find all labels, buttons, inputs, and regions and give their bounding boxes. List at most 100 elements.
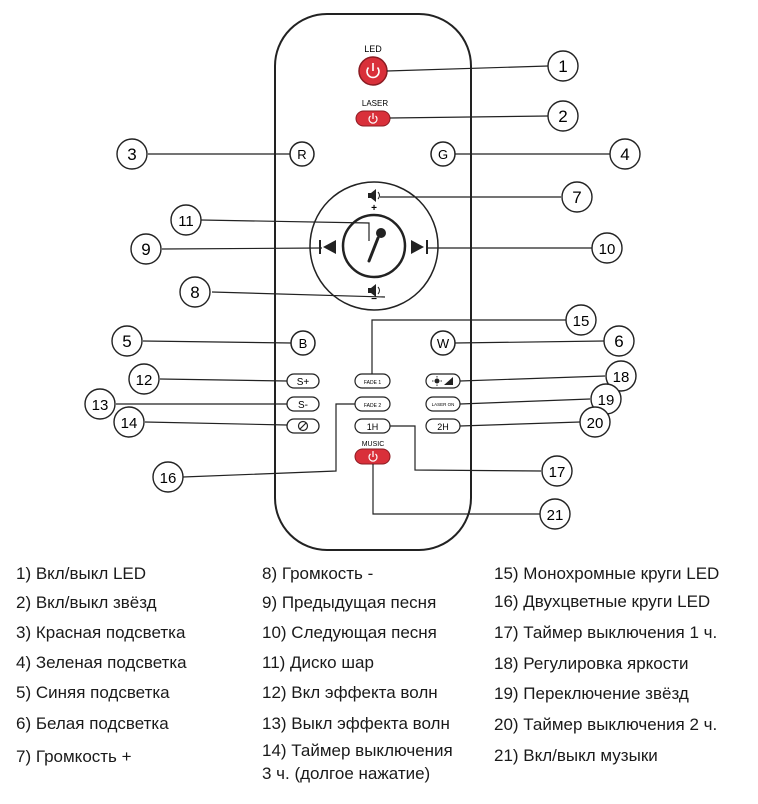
legend-item-3: 3) Красная подсветка (16, 623, 186, 642)
legend-item-10: 10) Следующая песня (262, 623, 437, 642)
laser-on-label: LASER ON (432, 402, 455, 407)
speaker-icon (368, 189, 380, 202)
next-icon (411, 240, 428, 254)
callout-number: 12 (136, 372, 153, 389)
callout-10: 10 (591, 232, 623, 264)
speaker-icon (368, 284, 380, 297)
volume-down-button[interactable]: − (368, 284, 380, 305)
callout-21: 21 (539, 498, 571, 530)
cancel-circle-icon (297, 420, 309, 432)
callout-16: 16 (152, 461, 184, 493)
callout-number: 14 (121, 415, 138, 432)
white-button-label: W (437, 336, 450, 351)
callout-number: 21 (547, 507, 564, 524)
callout-number: 11 (178, 213, 194, 230)
fade2-label: FADE 2 (364, 403, 381, 409)
fade1-button[interactable]: FADE 1 (354, 373, 391, 389)
s-minus-label: S- (298, 400, 308, 411)
volume-minus-sign: − (371, 294, 377, 305)
callout-17: 17 (541, 455, 573, 487)
callout-12: 12 (128, 363, 160, 395)
previous-icon (319, 240, 336, 254)
callout-number: 9 (141, 240, 150, 259)
music-power-button[interactable] (354, 448, 391, 465)
brightness-icon (432, 376, 453, 386)
callout-number: 8 (190, 283, 199, 302)
callout-number: 15 (573, 313, 590, 330)
callout-14: 14 (113, 406, 145, 438)
timer-1h-button[interactable]: 1H (354, 418, 391, 434)
callout-number: 17 (549, 464, 566, 481)
music-label: MUSIC (362, 441, 385, 448)
previous-track-button[interactable] (319, 240, 336, 254)
callout-number: 5 (122, 332, 131, 351)
remote-diagram: LED LASER R G + (84, 13, 641, 551)
callout-number: 13 (92, 397, 109, 414)
legend-item-9: 9) Предыдущая песня (262, 593, 437, 612)
callout-number: 20 (587, 415, 604, 432)
blue-button[interactable]: B (290, 330, 316, 356)
s-plus-label: S+ (297, 377, 310, 388)
power-icon (366, 63, 380, 79)
legend-item-14: 14) Таймер выключения (262, 741, 453, 760)
timer-3h-button[interactable] (286, 418, 320, 434)
legend-item-15: 15) Монохромные круги LED (494, 564, 720, 583)
callout-1: 1 (547, 50, 579, 82)
callout-6: 6 (603, 325, 635, 357)
timer-2h-label: 2H (437, 422, 449, 432)
callout-13: 13 (84, 388, 116, 420)
timer-2h-button[interactable]: 2H (425, 418, 461, 434)
callout-9: 9 (130, 233, 162, 265)
callout-20: 20 (579, 406, 611, 438)
white-button[interactable]: W (430, 330, 456, 356)
blue-button-label: B (299, 336, 308, 351)
timer-1h-label: 1H (367, 422, 379, 432)
callout-18: 18 (605, 360, 637, 392)
legend-item-5: 5) Синяя подсветка (16, 683, 170, 702)
callout-number: 1 (558, 57, 567, 76)
callout-number: 10 (599, 241, 616, 258)
legend-item-18: 18) Регулировка яркости (494, 654, 689, 673)
volume-up-button[interactable]: + (368, 189, 380, 214)
legend-item-14-cont: 3 ч. (долгое нажатие) (262, 764, 431, 783)
legend-item-6: 6) Белая подсветка (16, 714, 169, 733)
legend-item-16: 16) Двухцветные круги LED (494, 592, 711, 611)
laser-label: LASER (362, 99, 388, 108)
leader-lines (116, 65, 610, 515)
disco-ball-button[interactable] (341, 213, 407, 279)
legend-item-20: 20) Таймер выключения 2 ч. (494, 715, 718, 734)
legend-item-21: 21) Вкл/выкл музыки (494, 746, 658, 765)
callout-number: 6 (614, 332, 623, 351)
next-track-button[interactable] (411, 240, 428, 254)
callout-number: 16 (160, 470, 177, 487)
legend-item-19: 19) Переключение звёзд (494, 684, 689, 703)
power-icon (368, 451, 378, 462)
fade2-button[interactable]: FADE 2 (354, 396, 391, 412)
callout-7: 7 (561, 181, 593, 213)
legend-item-2: 2) Вкл/выкл звёзд (16, 593, 157, 612)
callout-5: 5 (111, 325, 143, 357)
s-plus-button[interactable]: S+ (286, 373, 320, 389)
laser-power-button[interactable] (355, 110, 391, 127)
legend-item-13: 13) Выкл эффекта волн (262, 714, 450, 733)
fade1-label: FADE 1 (364, 380, 381, 386)
green-button[interactable]: G (430, 141, 456, 167)
red-button[interactable]: R (289, 141, 315, 167)
microphone-icon (367, 228, 386, 263)
legend-item-11: 11) Диско шар (262, 653, 374, 672)
s-minus-button[interactable]: S- (286, 396, 320, 412)
callout-15: 15 (565, 304, 597, 336)
callout-number: 18 (613, 369, 630, 386)
callout-11: 11 (170, 204, 202, 236)
brightness-button[interactable] (425, 373, 461, 389)
callout-4: 4 (609, 138, 641, 170)
callout-3: 3 (116, 138, 148, 170)
led-power-button[interactable] (358, 56, 388, 86)
callout-number: 19 (598, 392, 615, 409)
red-button-label: R (297, 147, 306, 162)
legend-item-1: 1) Вкл/выкл LED (16, 564, 147, 583)
legend-item-12: 12) Вкл эффекта волн (262, 683, 438, 702)
callout-number: 3 (127, 145, 136, 164)
laser-on-button[interactable]: LASER ON (425, 396, 461, 412)
callout-number: 2 (558, 107, 567, 126)
